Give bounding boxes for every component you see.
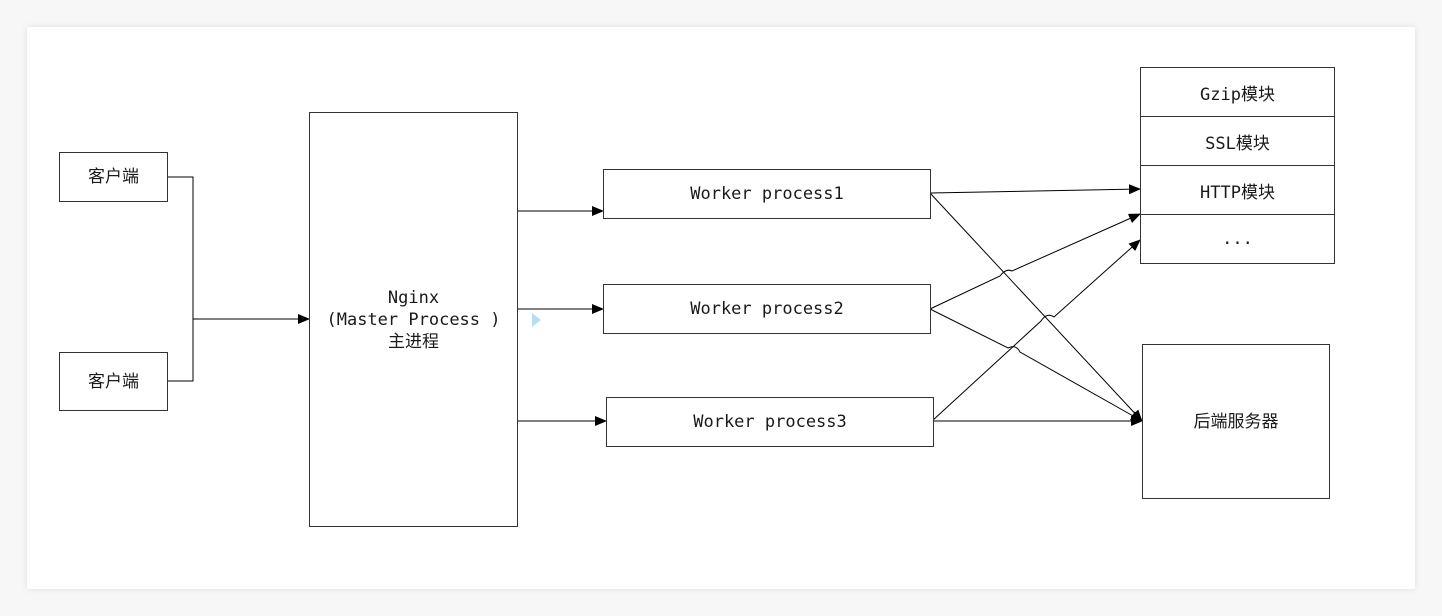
module-label: HTTP模块 <box>1200 182 1275 203</box>
worker1-to-modules-arrow <box>929 184 1141 195</box>
worker2-to-modules-arrow <box>929 213 1141 310</box>
module-label: ... <box>1222 229 1253 249</box>
module-label: Gzip模块 <box>1200 84 1275 105</box>
master-subtitle: (Master Process ) <box>326 309 501 330</box>
worker-label-1: Worker process1 <box>690 184 844 204</box>
master-name: Nginx <box>387 287 440 308</box>
worker3-to-modules-arrow <box>931 239 1141 422</box>
master-process-box: Nginx (Master Process ) 主进程 <box>309 112 518 527</box>
module-more: ... <box>1141 215 1334 263</box>
master-caption: 主进程 <box>388 331 439 352</box>
worker-box-2: Worker process2 <box>603 284 931 334</box>
module-ssl: SSL模块 <box>1141 117 1334 166</box>
client-box-1: 客户端 <box>59 152 168 202</box>
worker1-to-backend-arrow <box>929 192 1143 422</box>
client-box-2: 客户端 <box>59 352 168 411</box>
client1-connector <box>167 176 194 382</box>
worker-label-3: Worker process3 <box>693 412 847 432</box>
module-label: SSL模块 <box>1205 133 1270 154</box>
backend-server-box: 后端服务器 <box>1142 344 1330 499</box>
client-label-2: 客户端 <box>88 371 139 392</box>
worker-box-1: Worker process1 <box>603 169 931 219</box>
module-stack: Gzip模块 SSL模块 HTTP模块 ... <box>1140 67 1335 264</box>
module-http: HTTP模块 <box>1141 166 1334 215</box>
selection-marker-icon <box>532 313 541 327</box>
module-gzip: Gzip模块 <box>1141 68 1334 117</box>
worker-box-3: Worker process3 <box>606 397 934 447</box>
worker2-to-backend-arrow <box>929 308 1143 422</box>
master-process-text: Nginx (Master Process ) 主进程 <box>327 287 501 353</box>
client-label-1: 客户端 <box>88 167 139 187</box>
backend-server-label: 后端服务器 <box>1193 411 1279 432</box>
worker-label-2: Worker process2 <box>690 299 844 319</box>
